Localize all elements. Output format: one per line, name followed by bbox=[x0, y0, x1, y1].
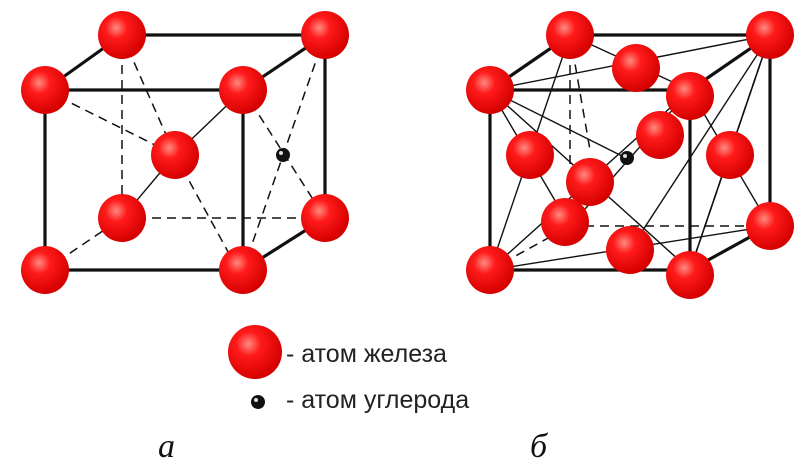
legend: - атом железа - атом углерода bbox=[228, 325, 469, 414]
legend-carbon-atom-icon bbox=[251, 395, 265, 409]
iron-atom bbox=[612, 44, 660, 92]
diagram-b-atoms bbox=[466, 11, 794, 299]
iron-atom bbox=[506, 131, 554, 179]
iron-atom bbox=[746, 11, 794, 59]
iron-atom bbox=[566, 158, 614, 206]
iron-atom bbox=[301, 194, 349, 242]
iron-atom bbox=[541, 198, 589, 246]
iron-atom bbox=[546, 11, 594, 59]
iron-atom bbox=[219, 66, 267, 114]
carbon-atom bbox=[276, 148, 290, 162]
iron-atom bbox=[706, 131, 754, 179]
carbon-atom bbox=[620, 151, 634, 165]
iron-atom bbox=[21, 246, 69, 294]
iron-atom bbox=[636, 111, 684, 159]
iron-atom bbox=[301, 11, 349, 59]
diagram-a-cube-edges bbox=[43, 33, 327, 272]
iron-atom bbox=[466, 246, 514, 294]
iron-atom bbox=[466, 66, 514, 114]
iron-atom bbox=[219, 246, 267, 294]
iron-atom bbox=[151, 131, 199, 179]
diagram-b-fcc-cell bbox=[466, 11, 794, 299]
iron-atom bbox=[98, 194, 146, 242]
iron-atom bbox=[666, 72, 714, 120]
iron-atom bbox=[666, 251, 714, 299]
diagram-a-atoms bbox=[21, 11, 349, 294]
caption-a: а bbox=[158, 428, 175, 463]
legend-iron-label: - атом железа bbox=[286, 340, 447, 368]
iron-atom bbox=[746, 202, 794, 250]
carbon-atom-highlight bbox=[623, 154, 627, 158]
legend-carbon-label: - атом углерода bbox=[286, 386, 469, 414]
diagram-a-bcc-cell bbox=[21, 11, 349, 294]
caption-b: б bbox=[530, 428, 549, 463]
iron-atom bbox=[606, 226, 654, 274]
iron-atom bbox=[98, 11, 146, 59]
iron-atom bbox=[21, 66, 69, 114]
legend-iron-atom-icon bbox=[228, 325, 282, 379]
legend-carbon-atom-highlight bbox=[254, 398, 258, 402]
carbon-atom-highlight bbox=[279, 151, 283, 155]
